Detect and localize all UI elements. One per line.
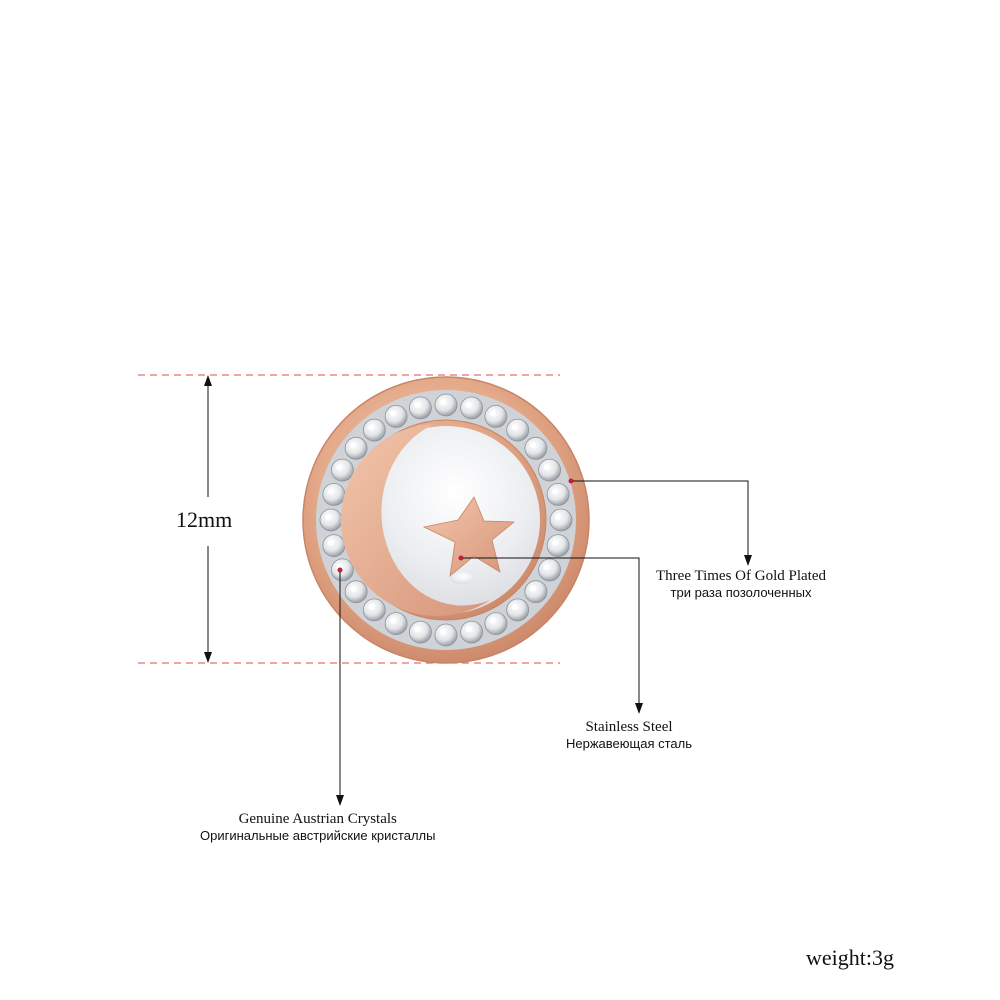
crystal-highlight	[529, 442, 536, 449]
crystal-highlight	[465, 401, 472, 408]
crystal-stone	[484, 612, 508, 635]
crystal-highlight	[543, 563, 550, 570]
crystal-highlight	[511, 424, 518, 431]
crystal-stone	[344, 580, 368, 604]
crystals-pointer	[336, 567, 344, 806]
crystal-stone	[330, 458, 354, 482]
crystal-stone	[538, 558, 561, 582]
crystal-highlight	[440, 629, 446, 635]
crystal-highlight	[327, 539, 334, 546]
crystal-stone	[408, 620, 432, 644]
crystal-stone	[484, 404, 508, 428]
crystal-stone	[319, 508, 343, 532]
steel-label-ru: Нержавеющая сталь	[566, 736, 692, 751]
crystal-highlight	[555, 514, 561, 520]
crystal-highlight	[414, 626, 421, 633]
crystal-highlight	[390, 410, 397, 417]
crystal-highlight	[440, 399, 446, 405]
crystal-stone	[524, 580, 548, 604]
crystal-highlight	[368, 424, 375, 431]
crystals-label-en: Genuine Austrian Crystals	[238, 811, 397, 827]
crystal-highlight	[368, 603, 375, 610]
plating-callout: Three Times Of Gold Plated три раза позо…	[656, 568, 826, 601]
crystals-label-ru: Оригинальные австрийские кристаллы	[200, 828, 436, 843]
steel-label-en: Stainless Steel	[585, 719, 673, 735]
crystal-stone	[322, 534, 346, 557]
crystal-highlight	[489, 410, 496, 417]
crystal-ring	[319, 393, 573, 647]
crystal-stone	[506, 418, 530, 442]
crystal-stone	[546, 534, 570, 557]
crystals-callout: Genuine Austrian Crystals Оригинальные а…	[200, 811, 435, 844]
crystal-stone	[434, 393, 458, 417]
crystal-stone	[344, 436, 368, 460]
plating-label-en: Three Times Of Gold Plated	[656, 568, 826, 584]
weight-label: weight:3g	[806, 945, 894, 970]
crystal-stone	[362, 418, 386, 442]
dimension-label: 12mm	[176, 507, 233, 532]
steel-callout: Stainless Steel Нержавеющая сталь	[566, 719, 692, 752]
crystal-highlight	[327, 488, 334, 495]
plating-pointer	[568, 478, 752, 566]
earring	[302, 376, 590, 664]
crystal-stone	[524, 436, 548, 460]
crystal-highlight	[511, 603, 518, 610]
crystal-stone	[322, 482, 346, 506]
crystal-stone	[546, 482, 570, 506]
crystal-highlight	[325, 514, 331, 520]
steel-pointer	[458, 555, 643, 714]
crystal-highlight	[543, 464, 550, 471]
crystal-stone	[362, 598, 386, 622]
crystal-highlight	[390, 617, 397, 624]
crystal-stone	[408, 396, 432, 420]
crystal-highlight	[552, 539, 559, 546]
crystal-highlight	[336, 464, 343, 471]
moon-icon	[340, 424, 490, 616]
crystal-highlight	[414, 401, 421, 408]
crystal-stone	[538, 458, 561, 482]
crystal-stone	[384, 404, 408, 428]
crystal-highlight	[350, 442, 357, 449]
crystal-stone	[434, 623, 458, 647]
crystal-highlight	[529, 585, 536, 592]
crystal-highlight	[465, 626, 472, 633]
crystal-stone	[384, 612, 408, 635]
crystal-stone	[549, 508, 573, 532]
crystal-highlight	[489, 617, 496, 624]
crystal-highlight	[350, 585, 357, 592]
plating-label-ru: три раза позолоченных	[670, 585, 812, 600]
crystal-stone	[460, 620, 484, 644]
dimension-arrow	[204, 375, 212, 663]
crystal-stone	[460, 396, 484, 420]
crystal-highlight	[552, 488, 559, 495]
star-icon	[422, 496, 516, 577]
crystal-stone	[506, 598, 530, 622]
